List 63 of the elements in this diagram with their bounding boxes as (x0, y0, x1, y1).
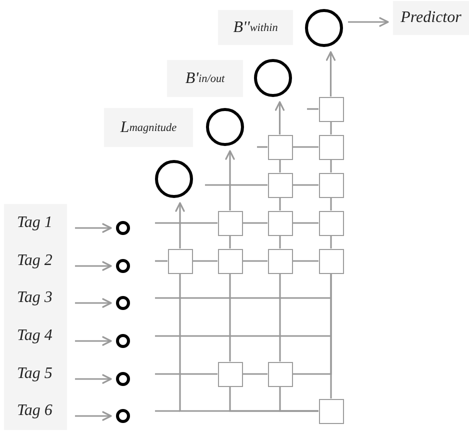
connector-line (330, 160, 332, 172)
large-circle (305, 9, 343, 47)
large-circle (254, 59, 292, 97)
small-circle (116, 372, 130, 386)
empty-square (218, 248, 242, 274)
empty-square (268, 248, 292, 274)
connector-line (192, 260, 218, 262)
connector-line (292, 260, 318, 262)
connector-line (279, 198, 281, 210)
small-circle (116, 296, 130, 310)
small-circle (116, 221, 130, 235)
empty-square (318, 398, 344, 424)
arrow (274, 101, 285, 134)
connector-line (279, 386, 318, 412)
empty-square (318, 172, 344, 198)
connector-line (242, 222, 268, 224)
connector-line (229, 236, 231, 248)
arrow (175, 202, 185, 248)
connector-line (330, 198, 332, 210)
arrow (225, 150, 235, 210)
empty-square (318, 248, 344, 274)
connector-line (330, 236, 332, 248)
empty-square (318, 134, 344, 160)
tag-label: Tag 1 (4, 204, 67, 242)
connector-line (242, 373, 268, 375)
arrow (326, 51, 336, 96)
arrow (348, 17, 389, 27)
empty-square (268, 362, 292, 386)
large-circle (155, 160, 193, 198)
small-circle (116, 334, 130, 348)
output-label: Predictor (393, 1, 469, 35)
connector-line (292, 146, 318, 148)
arrow (75, 336, 112, 346)
tag-label: Tag 6 (4, 392, 67, 430)
large-circle (206, 108, 244, 146)
empty-square (168, 248, 192, 274)
empty-square (218, 362, 242, 386)
arrow (75, 374, 112, 384)
connector-line (330, 122, 332, 134)
connector-line (279, 160, 281, 172)
arrow (75, 298, 112, 308)
small-circle (116, 409, 130, 423)
arrow (75, 411, 112, 421)
connector-line (292, 274, 332, 375)
tag-label: Tag 2 (4, 242, 67, 280)
arrow (75, 261, 112, 271)
arrow (75, 223, 112, 233)
empty-square (268, 134, 292, 160)
empty-square (268, 210, 292, 236)
tag-label: Tag 4 (4, 317, 67, 355)
empty-square (268, 172, 292, 198)
connector-line (242, 260, 268, 262)
tag-label: Tag 3 (4, 280, 67, 317)
connector-line (279, 236, 281, 248)
empty-square (318, 210, 344, 236)
small-circle (116, 259, 130, 273)
connector-line (279, 274, 281, 362)
connector-line (292, 222, 318, 224)
tag-label: Tag 5 (4, 355, 67, 392)
empty-square (218, 210, 242, 236)
connector-line (229, 274, 231, 362)
connector-line (292, 184, 318, 186)
empty-square (318, 96, 344, 122)
